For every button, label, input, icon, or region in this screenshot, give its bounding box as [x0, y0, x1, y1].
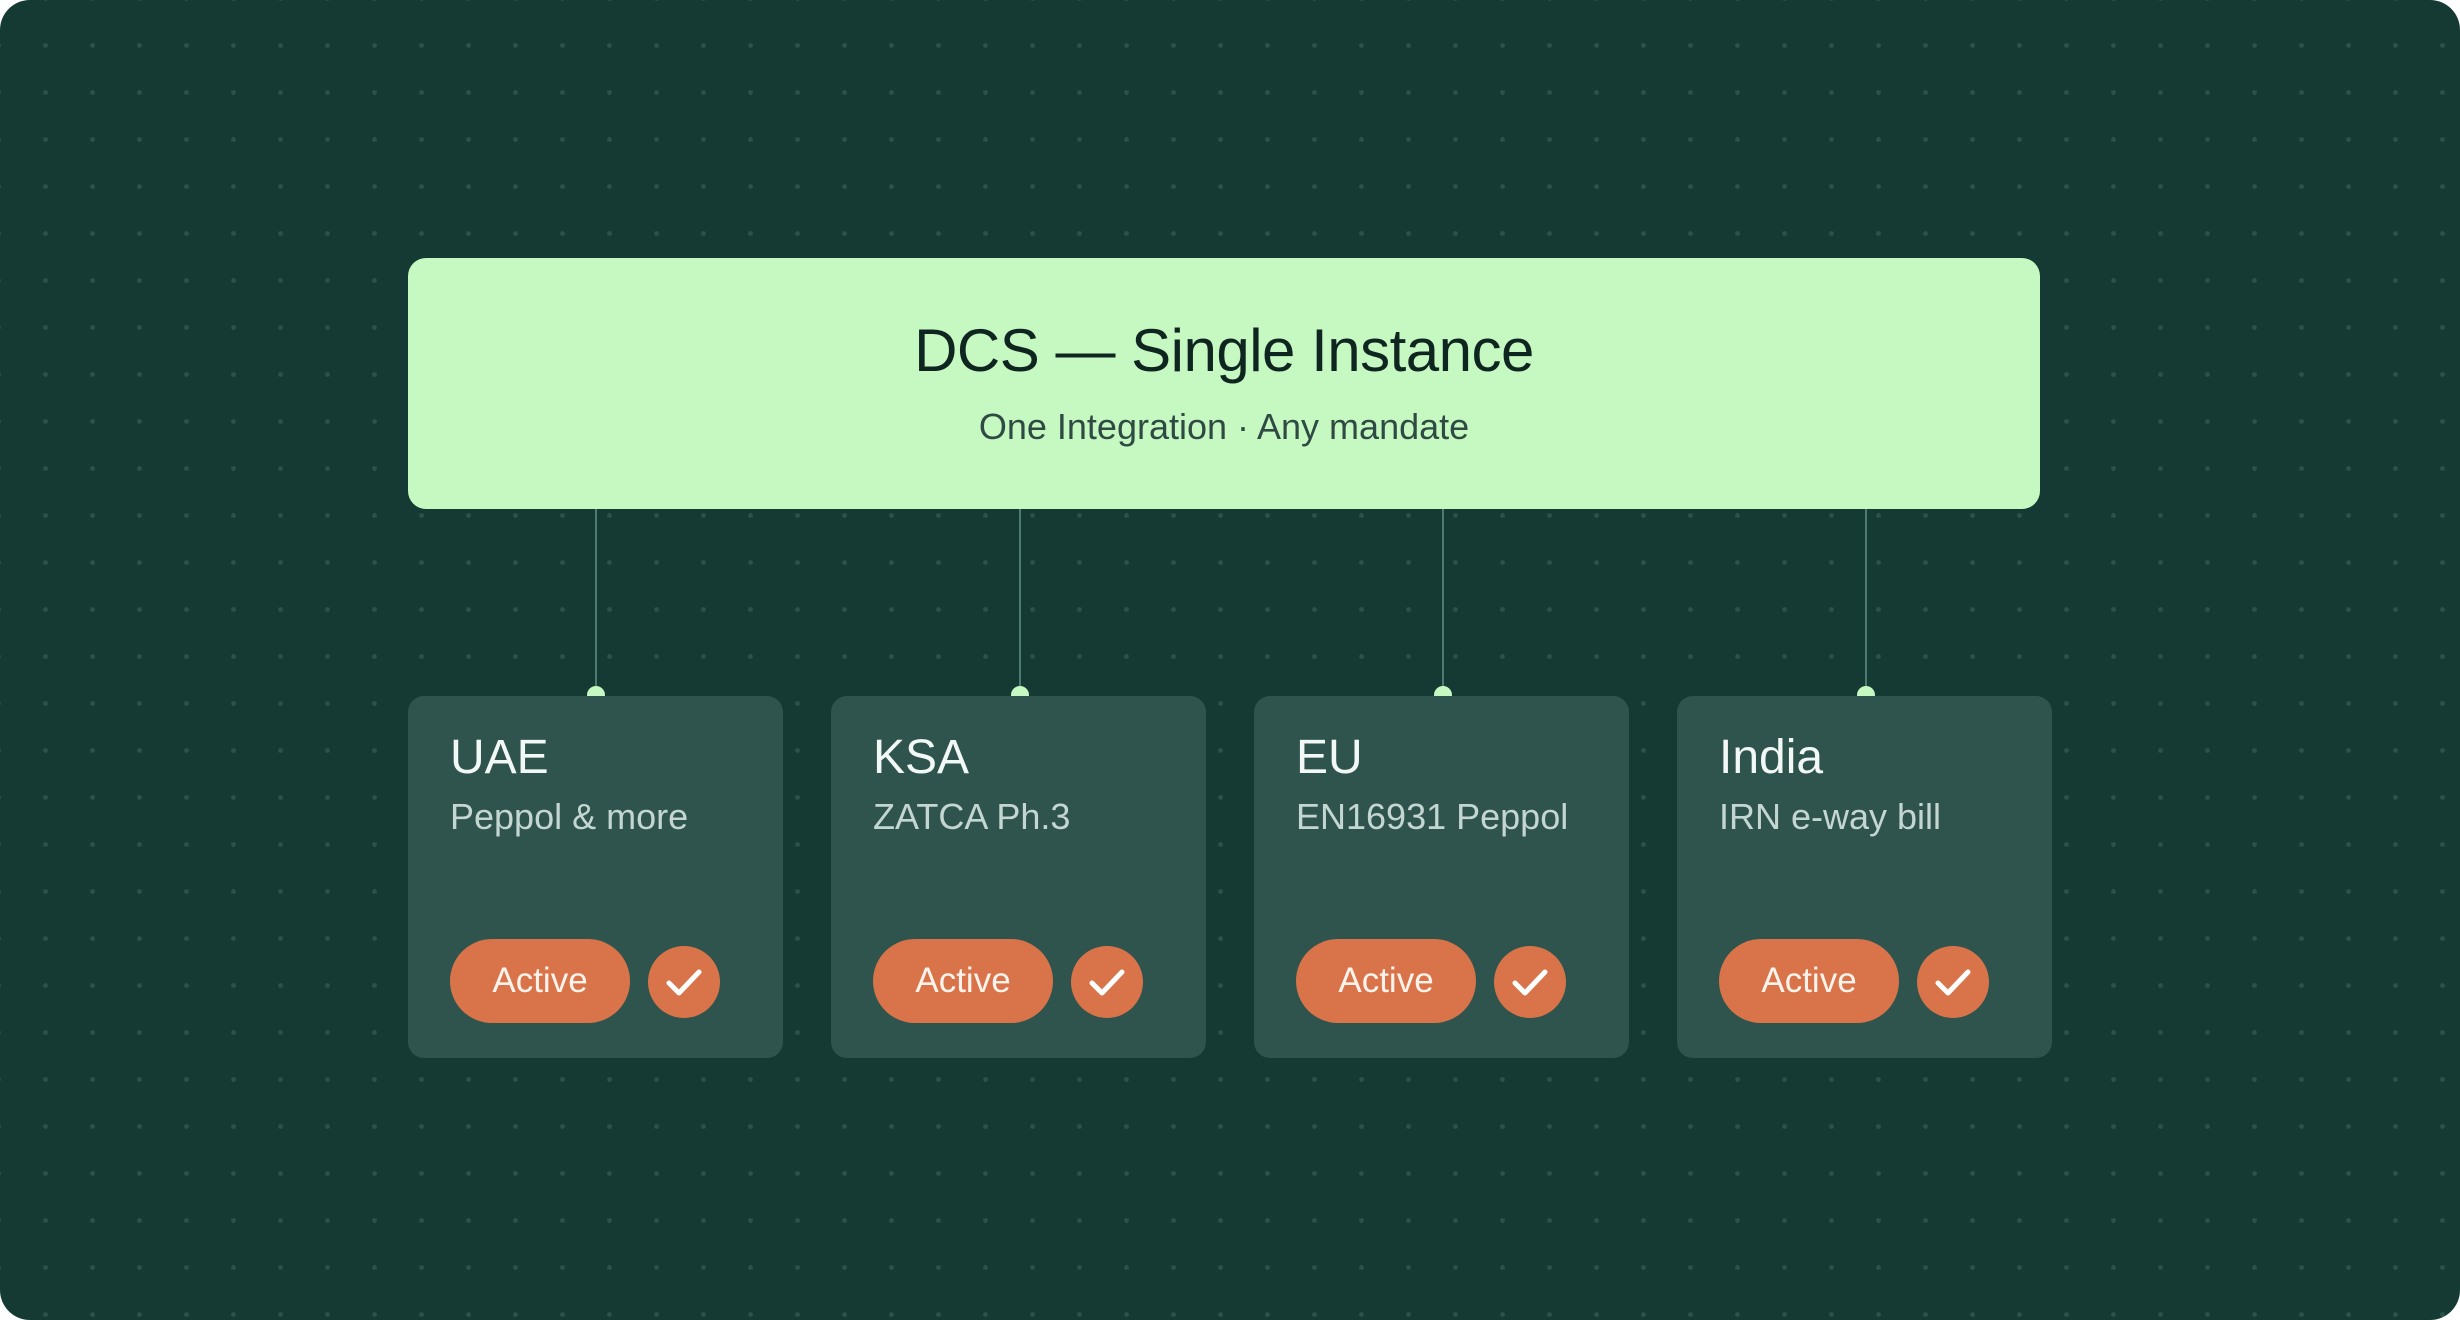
check-icon: [1494, 946, 1566, 1018]
instance-title: DCS — Single Instance: [914, 317, 1534, 384]
check-icon: [648, 946, 720, 1018]
region-name: UAE: [450, 731, 549, 784]
connector-line-eu: [1442, 509, 1444, 695]
region-mandate: EN16931 Peppol: [1296, 796, 1569, 837]
status-badge: Active: [1719, 939, 1899, 1023]
status-badge: Active: [873, 939, 1053, 1023]
region-card-india: India IRN e-way bill Active: [1677, 696, 2052, 1058]
region-name: EU: [1296, 731, 1363, 784]
region-card-ksa: KSA ZATCA Ph.3 Active: [831, 696, 1206, 1058]
region-name: KSA: [873, 731, 970, 784]
region-mandate: Peppol & more: [450, 796, 689, 837]
region-name: India: [1719, 731, 1824, 784]
connector-line-india: [1865, 509, 1867, 695]
instance-subtitle: One Integration · Any mandate: [978, 406, 1470, 447]
status-badge: Active: [1296, 939, 1476, 1023]
check-icon: [1917, 946, 1989, 1018]
connector-line-ksa: [1019, 509, 1021, 695]
region-mandate: ZATCA Ph.3: [873, 796, 1071, 837]
dcs-instance-box: DCS — Single Instance One Integration · …: [408, 258, 2040, 509]
connector-line-uae: [595, 509, 597, 695]
check-icon: [1071, 946, 1143, 1018]
status-badge: Active: [450, 939, 630, 1023]
region-card-eu: EU EN16931 Peppol Active: [1254, 696, 1629, 1058]
region-card-uae: UAE Peppol & more Active: [408, 696, 783, 1058]
region-mandate: IRN e-way bill: [1719, 796, 1942, 837]
